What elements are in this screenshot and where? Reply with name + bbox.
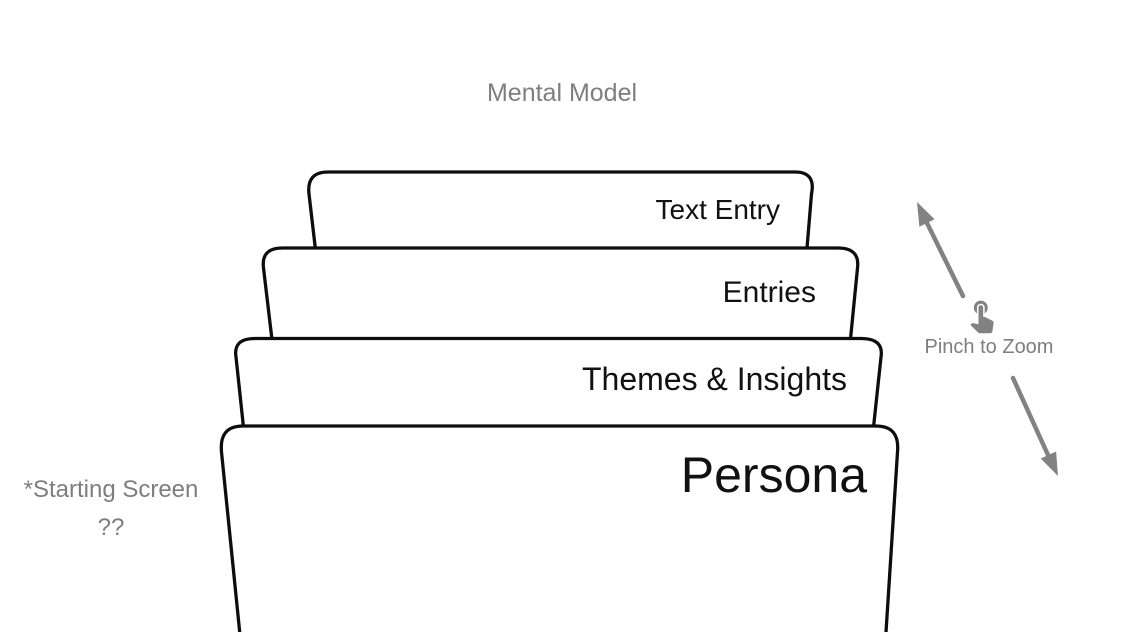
card-persona-shape (219, 424, 900, 632)
card-themes-insights-label: Themes & Insights (582, 361, 847, 397)
card-entries-shape (261, 246, 860, 346)
diagram-title: Mental Model (486, 79, 638, 107)
starting-screen-annotation-line1: *Starting Screen (23, 476, 199, 503)
touch-gesture-icon (970, 300, 994, 334)
card-text-entry-label: Text Entry (655, 194, 780, 225)
pinch-arrow-up-left (917, 202, 966, 299)
pinch-arrow-down-right (1010, 375, 1058, 476)
card-themes-insights-shape (233, 336, 883, 434)
card-text-entry-shape (307, 170, 814, 256)
starting-screen-annotation: *Starting Screen ?? (24, 471, 199, 547)
starting-screen-annotation-line2: ?? (97, 514, 125, 541)
card-entries-label: Entries (722, 276, 816, 309)
card-persona-label: Persona (680, 447, 867, 503)
pinch-to-zoom-annotation: Pinch to Zoom (924, 336, 1054, 358)
